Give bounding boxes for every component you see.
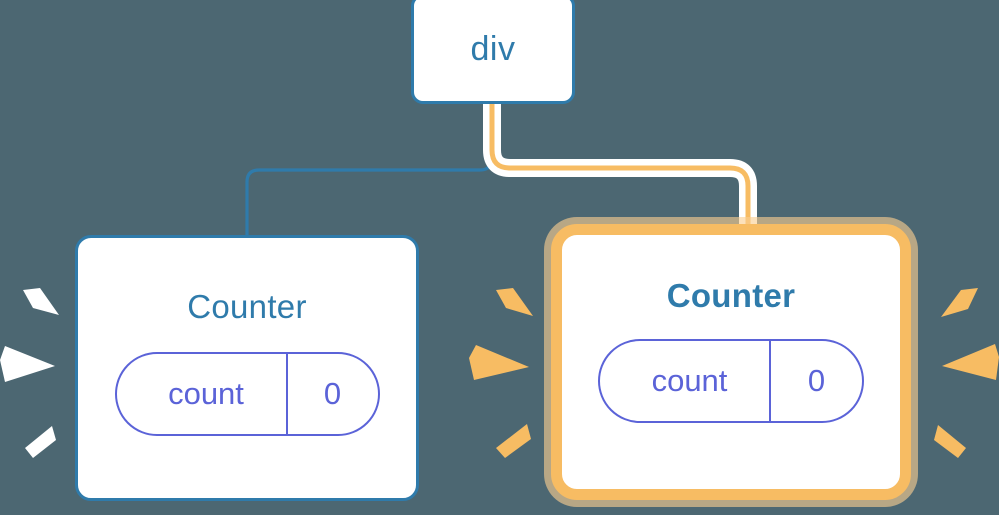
sparkle-ray <box>469 345 529 380</box>
sparkle-ray <box>934 425 966 458</box>
prop-pill-counter-right: count 0 <box>598 339 864 423</box>
prop-key: count <box>651 363 728 398</box>
node-counter-left-label: Counter <box>187 288 307 325</box>
sparkles-counter-right-left <box>469 288 533 458</box>
node-div[interactable]: div <box>411 0 575 104</box>
sparkle-ray <box>942 344 999 380</box>
sparkles-counter-right-right <box>934 288 999 458</box>
sparkles-counter-left <box>0 288 59 458</box>
prop-value: 0 <box>769 341 862 421</box>
node-counter-right[interactable]: Counter count 0 <box>551 224 911 500</box>
sparkle-ray <box>941 288 978 317</box>
sparkle-ray <box>496 288 533 316</box>
sparkle-ray <box>25 426 56 458</box>
sparkle-ray <box>23 288 59 315</box>
prop-key: count <box>168 376 244 411</box>
node-div-label: div <box>470 29 516 68</box>
sparkle-ray <box>0 346 55 382</box>
node-counter-left[interactable]: Counter count 0 <box>75 235 419 501</box>
edge-div-to-counter-right <box>489 104 751 234</box>
node-counter-right-label: Counter <box>666 277 796 314</box>
sparkle-ray <box>496 424 531 458</box>
prop-value: 0 <box>285 354 378 434</box>
prop-pill-counter-left: count 0 <box>114 352 380 436</box>
